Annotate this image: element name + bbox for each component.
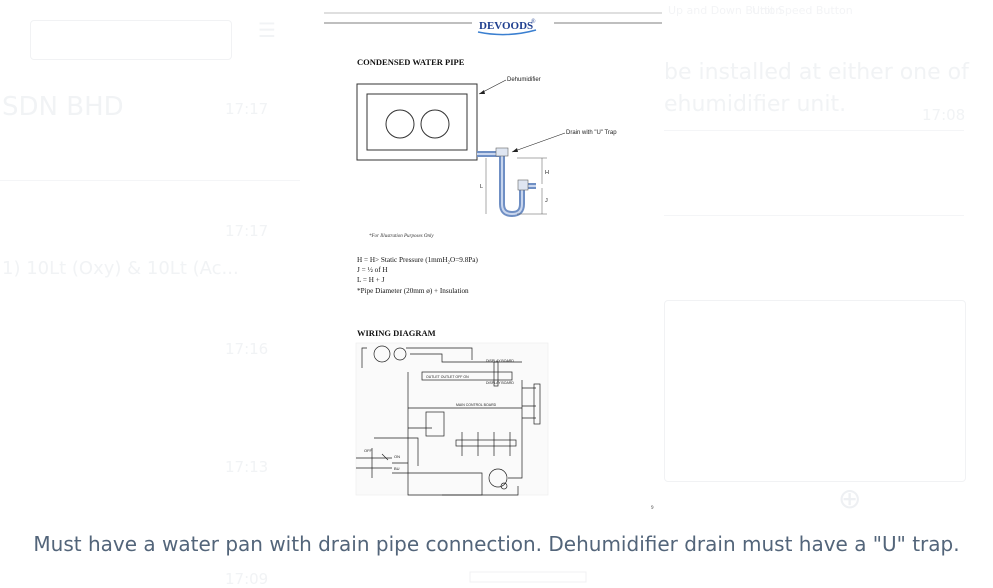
chat-time-ghost: 17:16	[225, 340, 269, 358]
wiring-label: DISPLAY BOARD	[486, 359, 514, 363]
menu-icon: ☰	[258, 18, 276, 42]
formula-line: L = H + J	[357, 276, 385, 284]
message-text-ghost: ehumidifier unit.	[664, 92, 847, 117]
dimension-label: H	[545, 170, 549, 176]
brand-swoosh	[477, 29, 537, 36]
illustration-note: *For Illustration Purposes Only	[369, 234, 434, 239]
fan-icon	[420, 109, 450, 139]
chat-time-ghost: 17:09	[225, 570, 269, 588]
wiring-label: ON	[394, 454, 400, 459]
attachment-thumb-ghost	[469, 571, 587, 583]
scroll-down-icon: ⊕	[838, 482, 862, 515]
chat-time-ghost: 17:17	[225, 222, 269, 240]
button-label-ghost: Unit Speed Button	[752, 4, 853, 17]
drain-label: Drain with "U" Trap	[566, 130, 617, 136]
divider	[0, 180, 300, 181]
button-label-ghost: Up and Down Button	[668, 4, 783, 17]
dehumidifier-unit	[356, 83, 478, 161]
wiring-label: OFF	[364, 448, 373, 453]
image-caption: Must have a water pan with drain pipe co…	[33, 532, 960, 556]
page-number: 9	[651, 506, 654, 511]
chat-time-ghost: 17:13	[225, 458, 269, 476]
chat-title-ghost: SDN BHD	[2, 92, 124, 122]
dimension-label: L	[480, 184, 483, 190]
divider	[664, 215, 964, 216]
chat-preview-ghost: 1) 10Lt (Oxy) & 10Lt (Ac...	[2, 258, 239, 279]
brand-logo: DEVOODS	[479, 20, 533, 32]
dehumidifier-label: Dehumidifier	[507, 77, 541, 83]
dimension-label: J	[545, 198, 548, 204]
wiring-label: BU	[394, 466, 400, 471]
wiring-label: OUTLET OUTLET OFF ON	[426, 375, 469, 379]
wiring-label: MAIN CONTROL BOARD	[456, 403, 497, 407]
document-page: DEVOODS ® CONDENSED WATER PIPE Dehumidif…	[322, 8, 664, 515]
section-title: CONDENSED WATER PIPE	[357, 57, 465, 67]
formula-line: J = ½ of H	[357, 266, 388, 274]
wiring-label: DISPLAY BOARD	[486, 381, 514, 385]
message-time-ghost: 17:08	[922, 106, 966, 124]
divider	[664, 130, 964, 131]
chat-time-ghost: 17:17	[225, 100, 269, 118]
formula-line: H = H> Static Pressure (1mmH₂O=9.8Pa)	[357, 256, 478, 264]
section-title: WIRING DIAGRAM	[357, 328, 436, 338]
fan-icon	[385, 109, 415, 139]
attachment-ghost	[664, 300, 966, 482]
brand-mark: ®	[531, 18, 536, 25]
formula-line: *Pipe Diameter (20mm ø) + Insulation	[357, 287, 469, 295]
search-box-ghost	[30, 20, 232, 60]
wiring-diagram	[355, 342, 549, 496]
message-text-ghost: be installed at either one of	[664, 60, 969, 85]
